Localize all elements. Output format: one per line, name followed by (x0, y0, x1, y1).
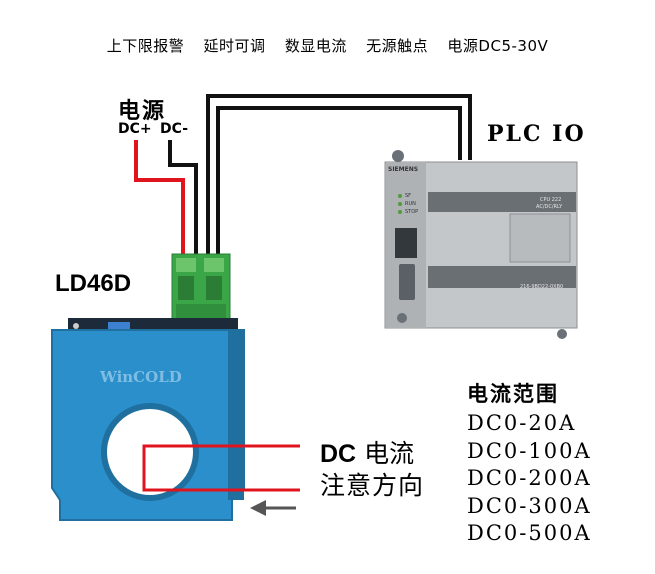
feature-display: 数显电流 (284, 37, 347, 55)
current-direction-arrow-icon (250, 500, 296, 516)
mount-hole-icon (557, 329, 567, 339)
plc-label: PLC IO (487, 121, 586, 147)
current-direction-warning: 注意方向 (320, 471, 425, 500)
current-range-item: DC0-200A (467, 466, 592, 490)
mount-hole-icon (392, 150, 404, 162)
current-range-item: DC0-20A (467, 411, 577, 435)
current-note-suffix: 电流 (364, 439, 415, 468)
power-title: 电源 (118, 98, 167, 124)
sensor-aperture (101, 403, 199, 501)
terminal-block (171, 253, 231, 325)
plc-cpu-label: CPU 222 (540, 197, 562, 203)
feature-contact: 无源触点 (366, 37, 429, 55)
wire-dc-negative (168, 140, 198, 255)
plc-cpu-sub: AC/DC/RLY (536, 204, 563, 210)
current-range-item: DC0-100A (467, 438, 592, 463)
current-sensor (51, 329, 245, 521)
current-range-list: 电流范围 DC0-20A DC0-100A DC0-200A DC0-300A … (467, 378, 592, 548)
plc-module (384, 150, 578, 339)
plc-led-run: RUN (405, 201, 416, 207)
current-range-title: 电流范围 (467, 381, 559, 406)
plc-brand: SIEMENS (388, 166, 419, 173)
current-note-prefix: DC (320, 440, 357, 468)
wire-plc-2 (216, 106, 462, 258)
dc-positive-label: DC+ (118, 121, 152, 137)
sensor-brand-logo: WinCOLD (100, 368, 182, 386)
plc-led-sf: SF (405, 193, 412, 199)
conductor-loop (142, 444, 300, 492)
current-range-item: DC0-500A (467, 521, 592, 545)
current-direction-note: DC 电流 (320, 434, 414, 470)
feature-header: 上下限报警 延时可调 数显电流 无源触点 电源DC5-30V (0, 35, 655, 56)
wire-dc-positive (134, 140, 185, 255)
serial-port-icon (399, 264, 415, 300)
current-range-item: DC0-300A (467, 493, 592, 518)
feature-power: 电源DC5-30V (447, 37, 549, 55)
mount-hole-icon (397, 313, 407, 323)
feature-delay: 延时可调 (203, 37, 266, 55)
sensor-model-label: LD46D (55, 270, 132, 297)
dc-negative-label: DC- (160, 121, 189, 137)
plc-led-stop: STOP (405, 209, 419, 215)
plc-part-number: 216-9BD22-0XB0 (520, 284, 564, 290)
wire-plc-1 (206, 94, 472, 258)
feature-alarm: 上下限报警 (106, 37, 185, 55)
